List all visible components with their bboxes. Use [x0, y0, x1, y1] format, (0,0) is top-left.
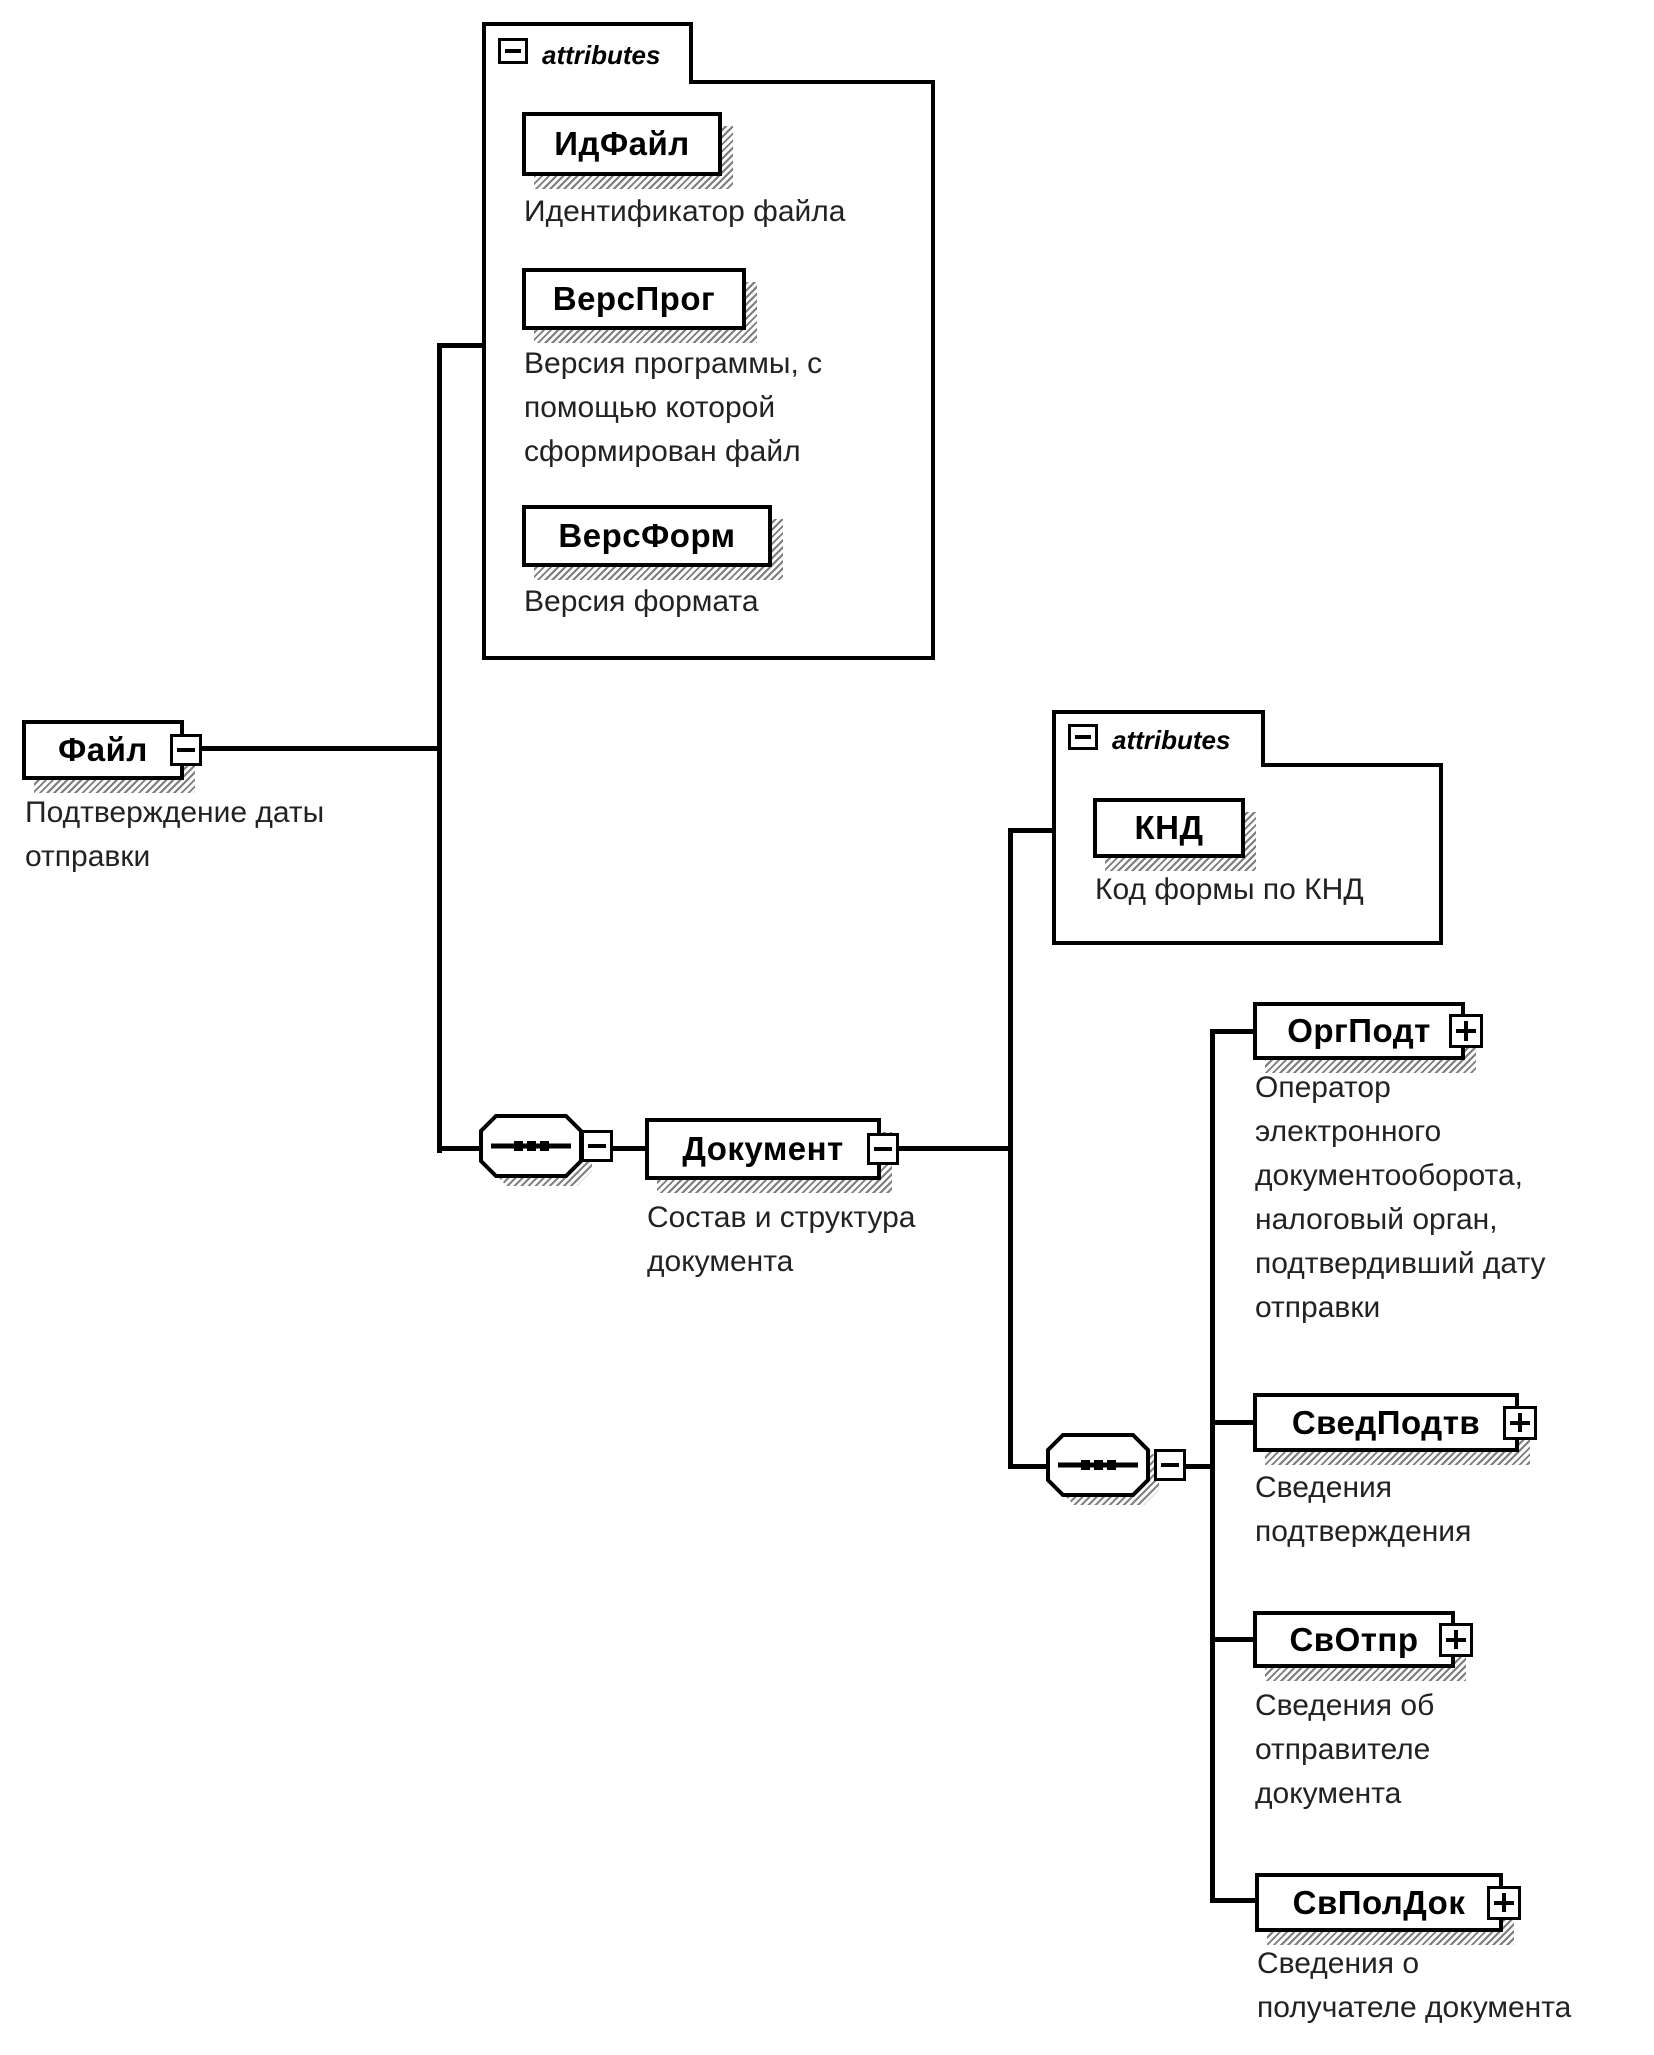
connector-line [198, 746, 439, 751]
element-name: Документ [682, 1130, 844, 1167]
element-description: Код формы по КНД [1095, 873, 1364, 906]
element-description: Версия формата [524, 585, 759, 618]
collapse-icon[interactable] [170, 734, 202, 766]
collapse-icon[interactable] [498, 38, 528, 64]
element-fajl[interactable]: Файл [22, 720, 202, 793]
connector-line [1210, 1420, 1255, 1425]
connector-line [437, 1146, 487, 1151]
collapse-icon[interactable] [581, 1130, 613, 1162]
element-versform[interactable]: ВерсФорм [522, 505, 783, 580]
element-idfajl[interactable]: ИдФайл [522, 112, 733, 189]
file-attributes-box-edge [689, 80, 935, 84]
collapse-icon[interactable] [1154, 1449, 1186, 1481]
element-description: Идентификатор файла [524, 195, 846, 228]
element-name: СведПодтв [1291, 1403, 1481, 1441]
connector-line [1210, 1029, 1255, 1034]
expand-icon[interactable] [1449, 1014, 1483, 1048]
element-svotpr[interactable]: СвОтпр [1253, 1611, 1473, 1681]
file-attributes-tab: attributes [482, 22, 693, 84]
attributes-label: attributes [542, 40, 661, 70]
element-description: Сведения об отправителе документа [1255, 1689, 1435, 1810]
document-attributes-tab: attributes [1052, 710, 1265, 767]
connector-line [437, 343, 442, 1153]
connector-line [1210, 1637, 1255, 1642]
sequence-icon[interactable] [479, 1114, 597, 1197]
element-description: Версия программы, с помощью которой сфор… [524, 347, 823, 468]
expand-icon[interactable] [1503, 1405, 1537, 1440]
connector-line [1008, 828, 1013, 1469]
connector-line [1008, 828, 1056, 833]
connector-line [1008, 1464, 1054, 1469]
connector-line [890, 1146, 1013, 1151]
connector-line [437, 343, 486, 348]
element-orgpodt[interactable]: ОргПодт [1253, 1002, 1483, 1073]
collapse-icon[interactable] [1068, 724, 1098, 750]
element-name: ОргПодт [1287, 1012, 1431, 1049]
connector-line [1186, 1464, 1215, 1469]
element-versprog[interactable]: ВерсПрог [522, 268, 757, 343]
element-name: КНД [1134, 809, 1204, 846]
element-svedpodtv[interactable]: СведПодтв [1253, 1393, 1537, 1465]
collapse-icon[interactable] [867, 1133, 899, 1165]
sequence-icon[interactable] [1046, 1433, 1164, 1516]
element-name: ВерсПрог [552, 280, 716, 317]
element-name: СвПолДок [1292, 1883, 1466, 1921]
element-description: Состав и структура документа [647, 1201, 916, 1278]
expand-icon[interactable] [1487, 1885, 1521, 1920]
connector-line [610, 1146, 650, 1151]
element-name: ВерсФорм [558, 517, 736, 554]
expand-icon[interactable] [1439, 1622, 1473, 1657]
element-description: Оператор электронного документооборота, … [1255, 1071, 1546, 1324]
attributes-label: attributes [1112, 725, 1231, 755]
element-name: СвОтпр [1289, 1620, 1419, 1658]
connector-line [1210, 1898, 1257, 1903]
element-knd[interactable]: КНД [1093, 798, 1256, 871]
element-svpoldok[interactable]: СвПолДок [1255, 1873, 1521, 1945]
element-name: ИдФайл [554, 125, 690, 162]
element-name: Файл [58, 731, 148, 768]
element-description: Сведения о получателе документа [1257, 1947, 1572, 2024]
element-description: Сведения подтверждения [1255, 1471, 1472, 1548]
document-attributes-box-edge [1261, 763, 1443, 767]
connector-line [1210, 1029, 1215, 1903]
element-description: Подтверждение даты отправки [25, 796, 325, 873]
element-dokument[interactable]: Документ [645, 1118, 899, 1193]
